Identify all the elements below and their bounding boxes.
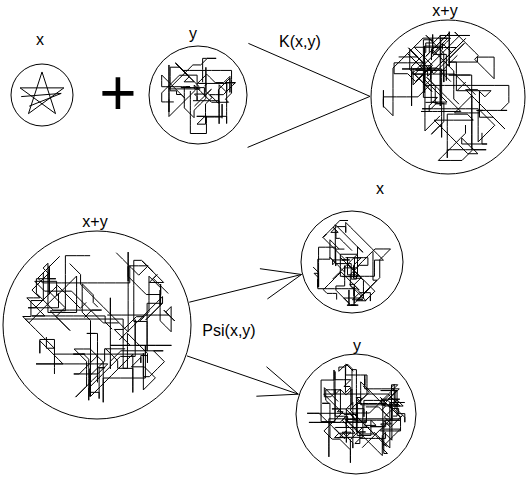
polymer-cluster: x+y: [2, 230, 192, 420]
size-label: x+y: [432, 3, 457, 19]
cluster-circle: [11, 64, 73, 126]
polymer-chain: [421, 34, 461, 111]
polymer-chain: [361, 382, 400, 417]
arrow-stroke: [267, 274, 301, 298]
polymer-chain: [318, 240, 377, 304]
polymer-chain: [21, 93, 61, 106]
polymer-cluster: x: [10, 63, 74, 127]
arrow-stroke: [248, 43, 370, 147]
polymer-chain: [25, 284, 133, 397]
cluster-outline: [2, 230, 192, 420]
polymer-chain: [357, 375, 399, 453]
polymer-chain: [181, 67, 222, 124]
polymer-chain: [374, 384, 405, 448]
size-label: y: [353, 338, 361, 354]
cluster-outline: [300, 210, 404, 314]
polymer-cluster: y: [148, 45, 248, 145]
size-label: x: [376, 181, 384, 197]
polymer-chain: [434, 75, 487, 158]
polymer-chain: [413, 74, 509, 142]
cluster-circle: [296, 354, 416, 474]
cluster-outline: [370, 19, 526, 175]
arrow-stroke: [266, 367, 298, 394]
polymer-chain: [105, 298, 164, 390]
reaction-arrow: [187, 356, 298, 396]
cluster-circle: [301, 211, 403, 313]
polymer-cluster: x+y: [370, 19, 526, 175]
polymer-chain: [345, 249, 391, 301]
arrow-stroke: [260, 269, 302, 275]
polymer-chain: [383, 32, 449, 116]
polymer-chain: [313, 225, 363, 287]
polymer-chain: [27, 274, 119, 329]
polymer-chain: [70, 252, 175, 332]
polymer-chain: [323, 220, 363, 303]
plus-sign: +: [99, 61, 136, 125]
arrow-stroke: [256, 394, 298, 396]
polymer-chain: [23, 253, 148, 323]
polymer-chain: [197, 74, 235, 103]
arrow-stroke: [187, 356, 298, 394]
reaction-arrow: [248, 43, 370, 147]
size-label: x+y: [82, 214, 107, 230]
arrow-stroke: [189, 274, 301, 302]
polymer-chain: [428, 32, 495, 91]
cluster-circle: [3, 231, 191, 419]
rate-label: K(x,y): [279, 34, 321, 50]
polymer-chain: [20, 72, 64, 114]
polymer-cluster: y: [295, 353, 417, 475]
cluster-outline: [148, 45, 248, 145]
cluster-circle: [149, 46, 247, 144]
polymer-chain: [119, 260, 168, 351]
rate-label: Psi(x,y): [202, 323, 255, 339]
polymer-chain: [307, 402, 401, 448]
cluster-outline: [10, 63, 74, 127]
size-label: x: [36, 32, 44, 48]
polymer-cluster: x: [300, 210, 404, 314]
reaction-arrow: [189, 269, 301, 303]
cluster-circle: [371, 20, 525, 174]
size-label: y: [189, 26, 197, 42]
polymer-chain: [169, 63, 204, 117]
cluster-outline: [295, 353, 417, 475]
